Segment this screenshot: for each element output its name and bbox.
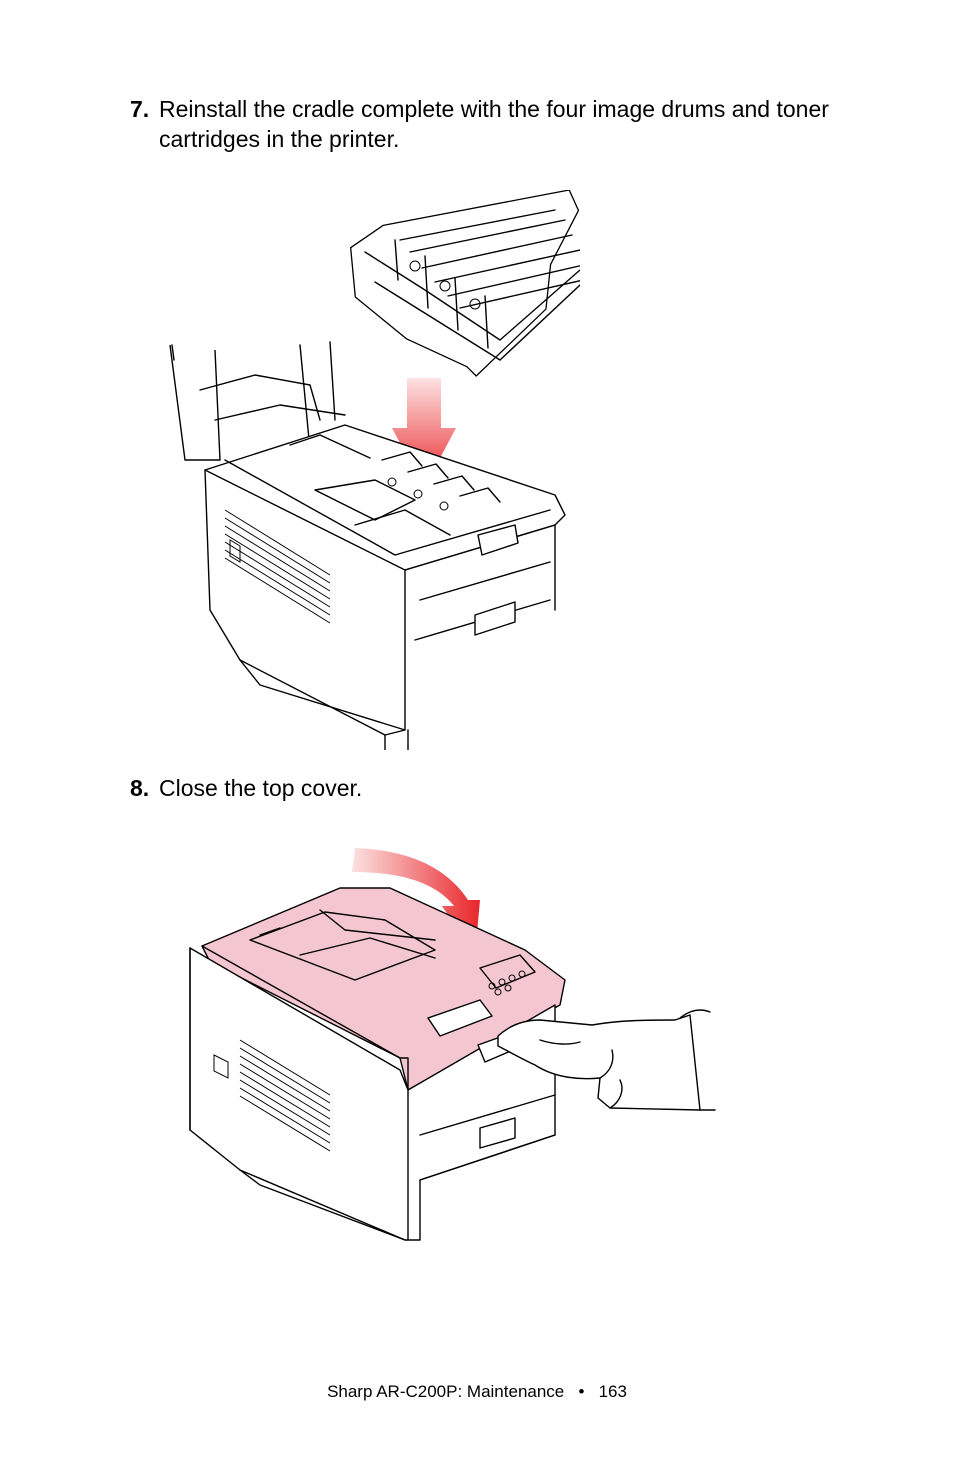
footer-title: Sharp AR-C200P: Maintenance bbox=[327, 1382, 565, 1401]
close-cover-illustration bbox=[180, 840, 720, 1245]
step-number: 8. bbox=[130, 775, 150, 801]
page-number: 163 bbox=[598, 1382, 627, 1401]
insert-down-arrow bbox=[392, 378, 456, 488]
step-number: 7. bbox=[130, 96, 150, 122]
page-footer: Sharp AR-C200P: Maintenance • 163 bbox=[0, 1382, 954, 1402]
step-instruction: Reinstall the cradle complete with the f… bbox=[159, 96, 829, 152]
cradle-insertion-illustration bbox=[160, 189, 593, 751]
footer-separator: • bbox=[578, 1382, 585, 1401]
close-cover-arrow bbox=[352, 848, 480, 955]
hand-illustration bbox=[497, 1009, 716, 1111]
step-instruction: Close the top cover. bbox=[159, 775, 363, 801]
open-printer bbox=[169, 341, 566, 751]
closed-printer bbox=[189, 887, 566, 1241]
drum-cradle bbox=[349, 189, 593, 377]
